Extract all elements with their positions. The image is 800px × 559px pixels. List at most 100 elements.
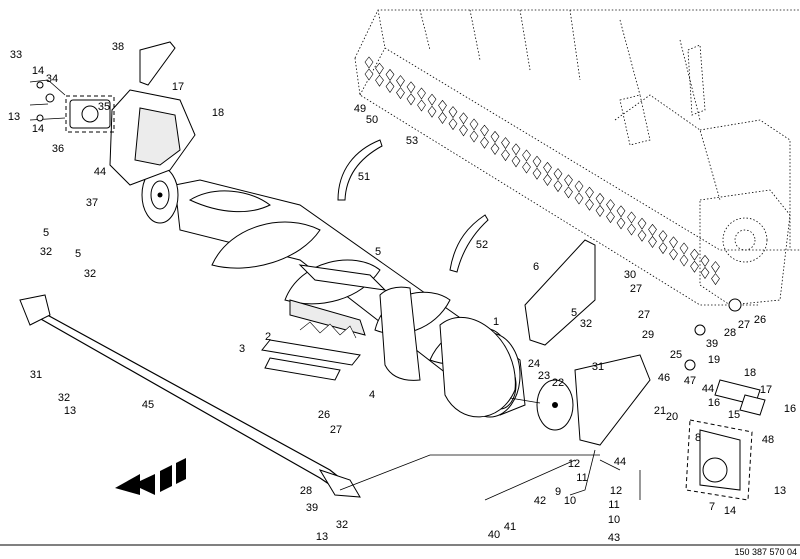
header-tine xyxy=(522,161,531,174)
long-rod xyxy=(19,294,361,498)
header-tine xyxy=(385,68,395,81)
callout-label: 25 xyxy=(670,349,682,361)
header-tine xyxy=(364,68,374,81)
callout-label: 33 xyxy=(10,49,22,61)
header-tine xyxy=(490,130,500,143)
callout-label: 32 xyxy=(58,392,70,404)
header-tine xyxy=(606,199,615,212)
callout-label: 14 xyxy=(32,123,44,135)
finger-bars xyxy=(261,264,387,381)
callout-label: 27 xyxy=(638,309,650,321)
callout-label: 27 xyxy=(738,319,750,331)
callout-label: 17 xyxy=(760,384,772,396)
callout-label: 5 xyxy=(75,248,81,260)
header-tine xyxy=(417,99,426,112)
callout-label: 38 xyxy=(112,41,124,53)
header-tine xyxy=(700,266,710,279)
callout-label: 16 xyxy=(784,403,796,415)
header-tine xyxy=(679,254,689,267)
callout-label: 13 xyxy=(316,531,328,543)
header-tine xyxy=(616,217,626,230)
direction-arrow xyxy=(115,458,186,495)
callout-label: 32 xyxy=(84,268,96,280)
callout-label: 17 xyxy=(172,81,184,93)
callout-label: 36 xyxy=(52,143,64,155)
header-tine xyxy=(427,105,437,118)
callout-label: 5 xyxy=(571,307,577,319)
callout-label: 30 xyxy=(624,269,636,281)
header-tine xyxy=(669,248,678,261)
header-tine xyxy=(511,155,521,168)
header-tine xyxy=(648,235,657,248)
callout-label: 44 xyxy=(614,456,626,468)
callout-label: 6 xyxy=(533,261,539,273)
header-tine xyxy=(543,173,552,186)
header-tine xyxy=(637,229,647,242)
header-tine xyxy=(658,242,668,255)
header-tine xyxy=(616,205,626,218)
auger-assembly xyxy=(141,166,574,431)
header-tine xyxy=(679,242,689,255)
header-tine xyxy=(690,248,699,261)
header-tine xyxy=(480,124,489,137)
header-tine xyxy=(595,192,605,205)
callout-label: 9 xyxy=(555,486,561,498)
callout-label: 50 xyxy=(366,114,378,126)
header-tine xyxy=(375,62,384,75)
callout-label: 32 xyxy=(336,519,348,531)
callout-label: 31 xyxy=(30,369,42,381)
callout-label: 37 xyxy=(86,197,98,209)
header-tine xyxy=(543,161,552,174)
callout-label: 5 xyxy=(43,227,49,239)
header-tine xyxy=(669,236,678,249)
header-tine xyxy=(700,254,710,267)
left-bearing-assembly xyxy=(29,41,196,186)
header-tine xyxy=(406,93,416,106)
header-tine xyxy=(501,149,510,162)
header-tine xyxy=(448,118,458,131)
callout-label: 28 xyxy=(724,327,736,339)
callout-label: 23 xyxy=(538,370,550,382)
header-tine xyxy=(459,112,468,125)
header-tine xyxy=(490,142,500,155)
callout-label: 27 xyxy=(330,424,342,436)
callout-label: 16 xyxy=(708,397,720,409)
header-tine xyxy=(532,167,542,180)
header-tine xyxy=(553,180,563,193)
callout-label: 41 xyxy=(504,521,516,533)
document-number: 150 387 570 04 xyxy=(734,547,797,557)
callout-label: 49 xyxy=(354,103,366,115)
callout-label: 32 xyxy=(580,318,592,330)
callout-label: 7 xyxy=(709,501,715,513)
callout-label: 10 xyxy=(564,495,576,507)
header-tine xyxy=(364,56,374,69)
callout-label: 22 xyxy=(552,377,564,389)
callout-label: 1 xyxy=(493,316,499,328)
callout-label: 28 xyxy=(300,485,312,497)
header-tine xyxy=(711,261,720,274)
callout-label: 43 xyxy=(608,532,620,544)
callout-label: 32 xyxy=(40,246,52,258)
header-tine xyxy=(427,93,437,106)
header-tine xyxy=(511,143,521,156)
callout-label: 13 xyxy=(774,485,786,497)
header-tine xyxy=(385,80,395,93)
header-tine xyxy=(711,273,720,286)
header-tine xyxy=(658,230,668,243)
callout-label: 8 xyxy=(695,432,701,444)
callout-label: 46 xyxy=(658,372,670,384)
callout-label: 19 xyxy=(708,354,720,366)
callout-label: 26 xyxy=(318,409,330,421)
callout-label: 39 xyxy=(706,338,718,350)
callout-label: 13 xyxy=(64,405,76,417)
callout-label: 3 xyxy=(239,343,245,355)
header-tine xyxy=(574,180,584,193)
callout-label: 44 xyxy=(94,166,106,178)
callout-label: 12 xyxy=(610,485,622,497)
drive-side-assembly xyxy=(524,239,766,501)
header-tines xyxy=(364,56,720,286)
callout-label: 20 xyxy=(666,411,678,423)
callout-label: 18 xyxy=(212,107,224,119)
callout-label: 5 xyxy=(375,246,381,258)
